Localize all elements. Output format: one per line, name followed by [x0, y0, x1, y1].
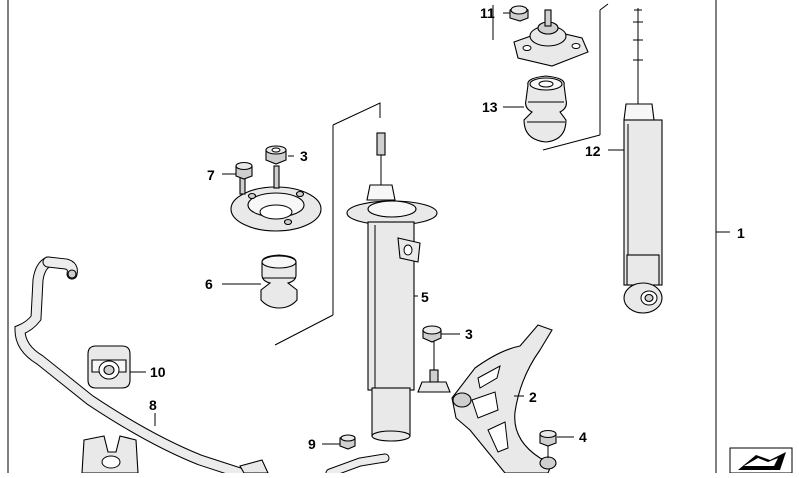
callout-9: 9	[308, 436, 316, 452]
control-arm	[451, 324, 557, 474]
callout-7: 7	[207, 167, 215, 183]
ball-joint-pin	[417, 340, 451, 393]
stabilizer-clamp	[81, 435, 139, 474]
rear-mount-nut	[509, 5, 529, 22]
callout-3-upper: 3	[300, 148, 308, 164]
callout-10: 10	[150, 364, 166, 380]
front-bump-stop	[260, 254, 298, 309]
rear-shock-absorber	[623, 8, 663, 314]
callout-12: 12	[585, 143, 601, 159]
stabilizer-bar	[14, 256, 390, 478]
callout-6: 6	[205, 276, 213, 292]
callout-3-lower: 3	[465, 326, 473, 342]
callout-5: 5	[421, 289, 429, 305]
callout-1: 1	[737, 225, 745, 241]
diagram-frame	[7, 0, 730, 473]
stabilizer-link-nut	[339, 434, 356, 450]
rear-upper-mount	[513, 9, 589, 67]
front-mount-nut-7	[235, 161, 253, 180]
control-arm-nut	[539, 429, 557, 458]
strut-group-bracket	[274, 102, 381, 346]
rear-bump-stop	[523, 75, 567, 143]
front-upper-mount	[230, 165, 322, 232]
rear-group-bracket	[492, 3, 609, 151]
callout-2: 2	[529, 389, 537, 405]
ball-joint-nut	[422, 325, 442, 343]
callout-8: 8	[149, 397, 157, 413]
front-mount-nut-3	[265, 145, 287, 165]
catalogue-logo-icon	[729, 447, 793, 474]
leader-lines	[130, 12, 624, 445]
callout-11: 11	[480, 5, 495, 21]
front-strut	[346, 132, 438, 442]
stabilizer-bushing	[87, 345, 131, 389]
callout-labels: 1 2 3 3 4 5 6 7 8 9 10 11 12 13	[149, 5, 745, 452]
callout-13: 13	[482, 99, 498, 115]
callout-4: 4	[579, 429, 587, 445]
